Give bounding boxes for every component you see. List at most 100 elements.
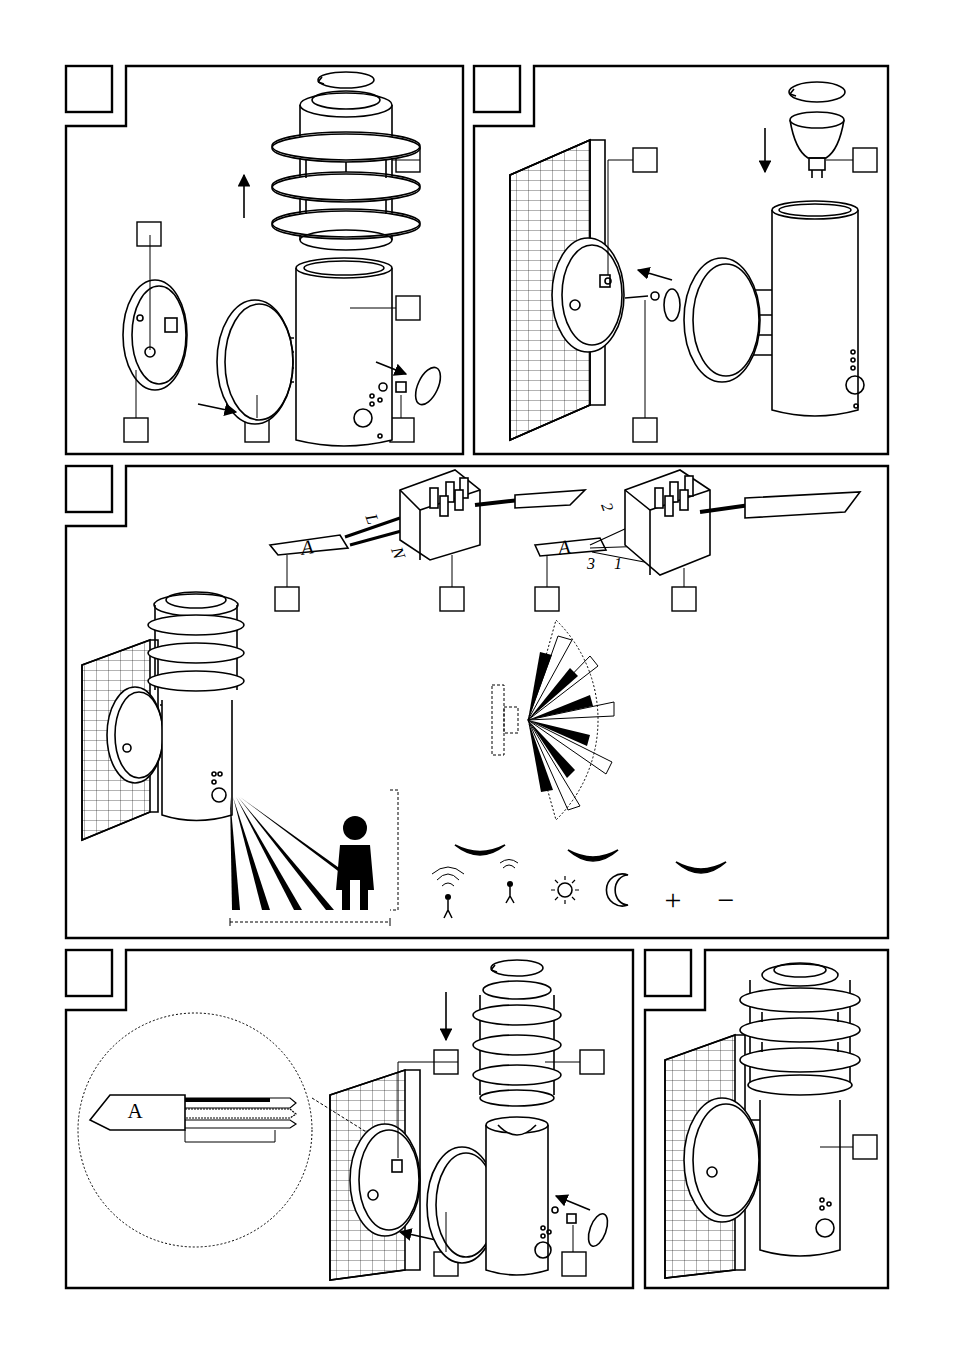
line-art [225,304,293,420]
line-art [446,1212,447,1252]
line-art [707,1167,717,1177]
line-art [473,1065,561,1085]
wire-label: 2 [598,500,616,515]
line-art [440,587,464,611]
line-art [854,404,858,408]
line-art [580,1050,604,1074]
line-art [137,315,143,321]
line-art [212,772,216,776]
line-art [78,1013,312,1247]
line-art [567,1214,576,1223]
line-art [740,1048,860,1072]
line-art [645,950,691,996]
line-art [275,587,299,611]
line-art [445,992,447,1040]
line-art [390,418,414,442]
line-art [376,362,406,374]
line-art [547,556,548,587]
line-art [764,128,766,172]
line-art [700,505,750,512]
line-art [809,158,825,170]
line-art [820,1198,824,1202]
line-art [368,1190,378,1200]
line-art [370,402,374,406]
line-art [745,492,860,518]
line-art [148,615,244,635]
line-art [491,960,543,976]
line-art [115,692,163,778]
line-art [853,1135,877,1159]
line-art [528,636,614,810]
line-art [664,289,680,321]
line-art [312,91,380,109]
line-art [475,500,520,505]
line-art [230,797,374,910]
line-art [812,170,822,178]
line-art [545,1062,580,1063]
line-art [562,245,622,345]
line-art [665,496,673,516]
line-art [585,1211,612,1248]
line-art [473,1005,561,1025]
line-art [762,964,838,986]
line-art [528,652,593,792]
line-art [762,1012,838,1052]
line-art [444,900,452,918]
line-art [528,702,614,720]
line-art [547,1230,551,1234]
line-art [378,398,382,402]
line-art [359,1130,419,1230]
wire-label: − [717,885,736,915]
line-art [551,876,579,904]
line-art [123,280,187,390]
line-art [318,77,324,84]
line-art [217,300,293,424]
line-art [136,370,137,418]
line-art [853,148,877,172]
line-art [684,1098,760,1222]
line-art [350,1124,420,1236]
line-art [693,264,759,376]
line-art [66,950,112,996]
line-art [633,148,657,172]
line-art [350,308,396,309]
line-art [230,918,390,926]
line-art [625,490,710,575]
line-art [165,318,177,332]
line-art [790,89,796,96]
line-art [430,488,438,508]
line-art [257,395,258,418]
line-art [528,656,598,720]
line-art [473,1035,561,1055]
line-art [132,286,186,384]
line-art [748,1075,852,1095]
line-art [392,1160,402,1172]
line-art [779,204,851,216]
wire-label: + [664,885,683,915]
line-art [287,555,288,587]
line-art [272,132,420,160]
line-art [633,418,657,442]
line-art [528,720,580,810]
line-art [185,1130,275,1142]
line-art [573,1225,574,1252]
line-art [558,883,572,897]
line-art [528,695,593,720]
line-art [243,175,245,218]
line-art [150,235,151,350]
line-art [676,862,726,873]
line-art [820,1147,853,1148]
panel-4-art [78,960,611,1280]
line-art [474,66,520,112]
line-art [772,201,858,219]
line-art [500,860,518,869]
line-art [218,772,222,776]
line-art [506,887,514,903]
line-art [507,881,513,887]
line-art [552,1207,558,1213]
line-art [827,1202,831,1206]
line-art [535,1242,551,1258]
line-art [185,1109,296,1118]
